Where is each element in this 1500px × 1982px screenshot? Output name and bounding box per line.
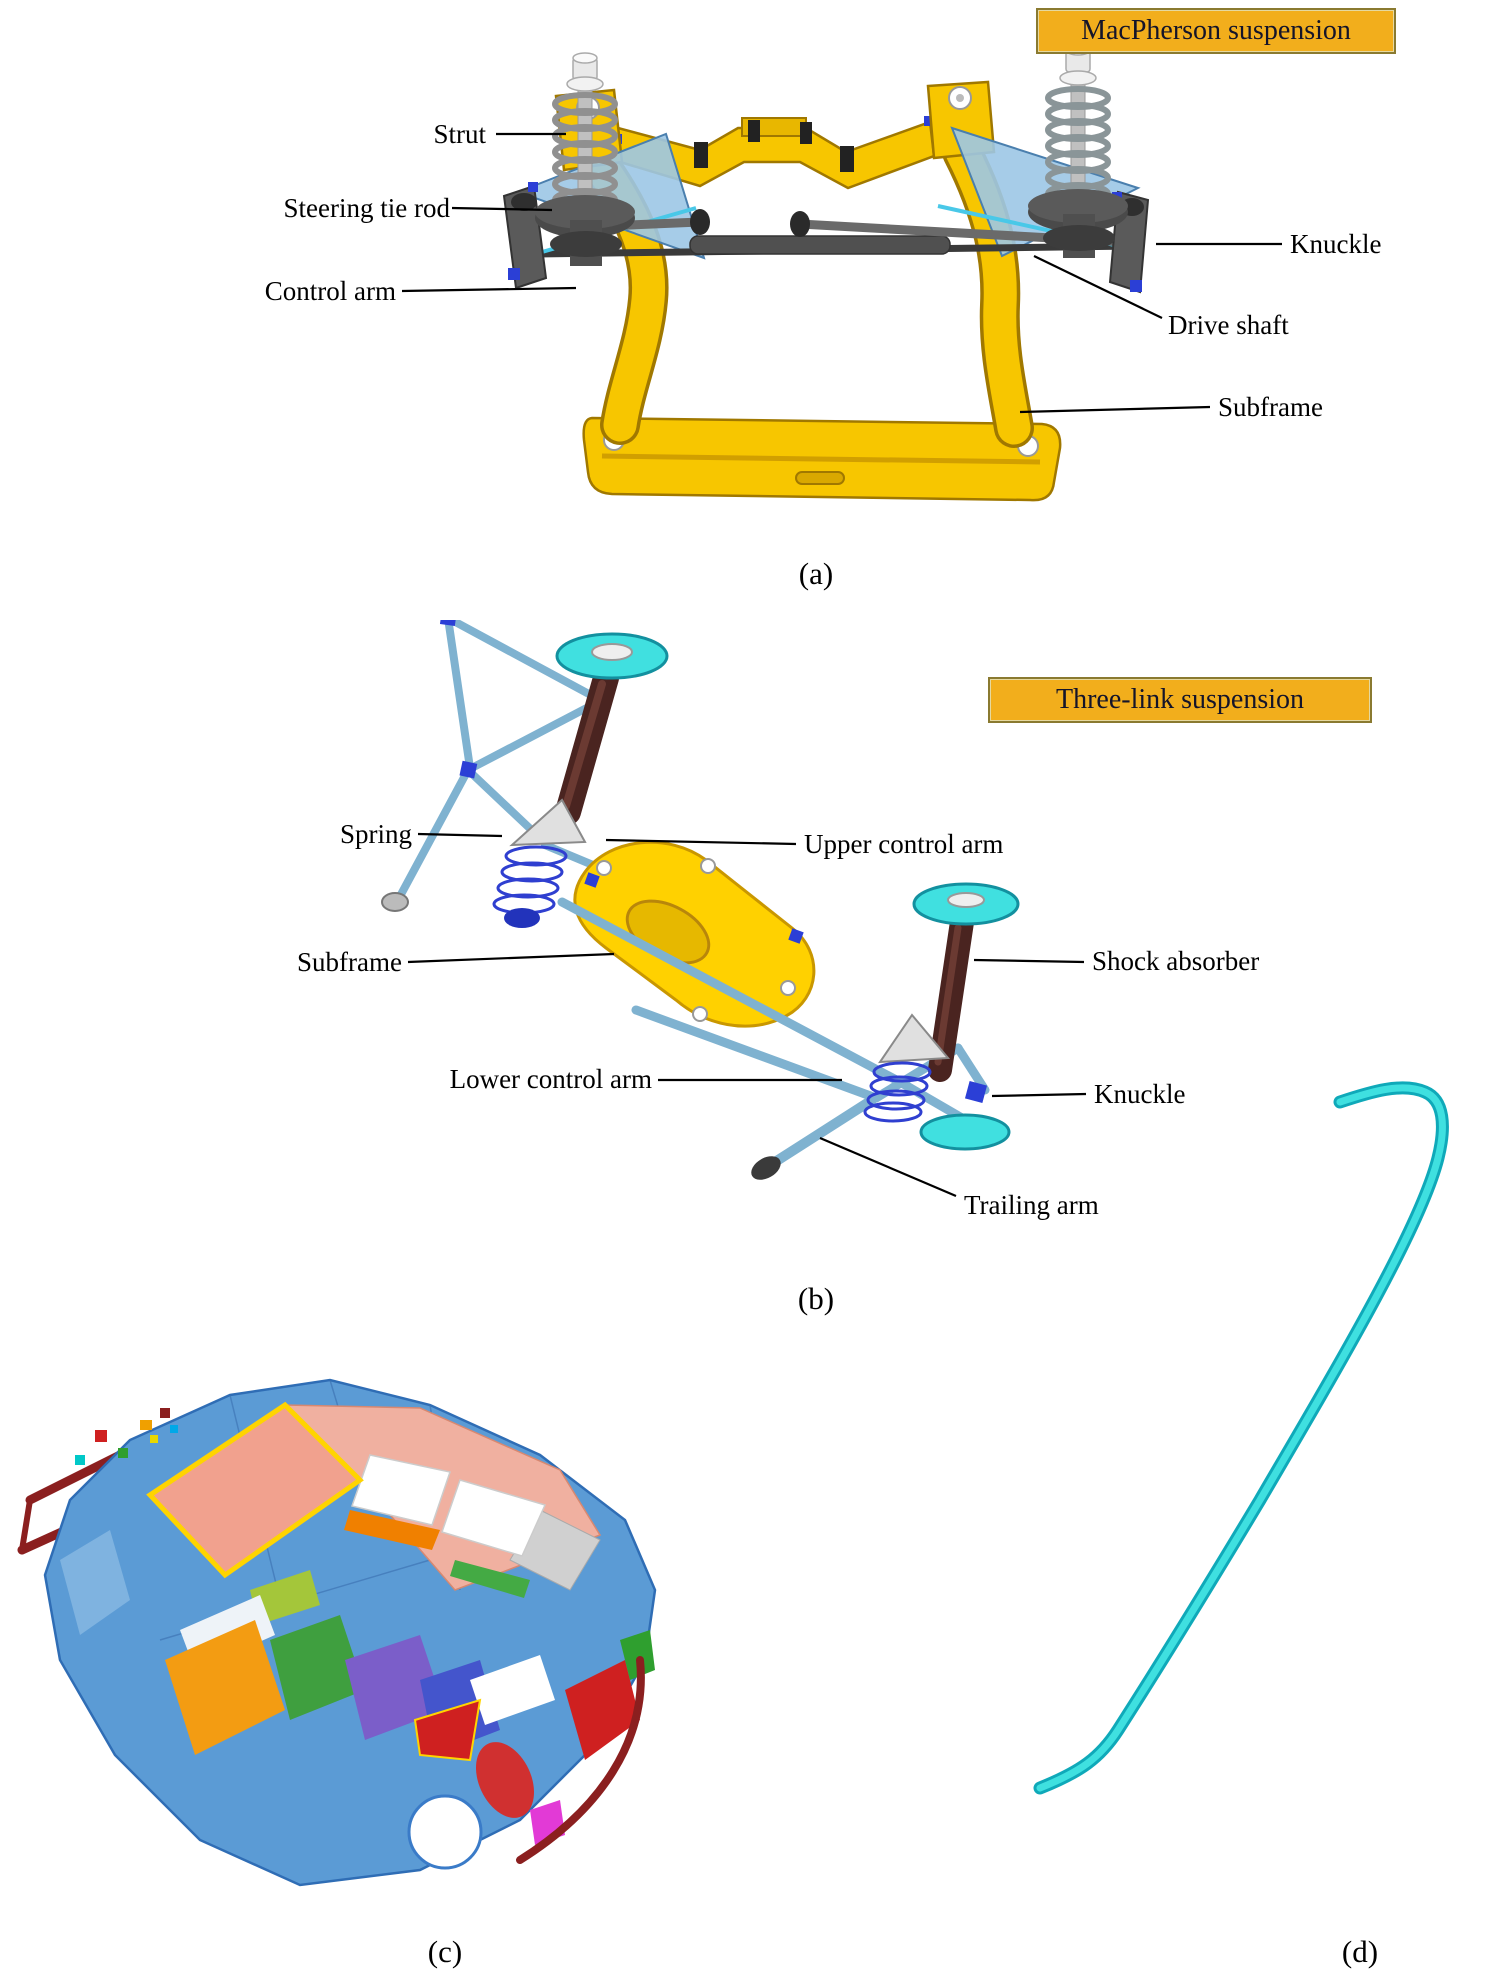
subframe-leader-line (1019, 405, 1211, 414)
left-bolt (381, 892, 409, 912)
macpherson-title: MacPherson suspension (1081, 15, 1351, 46)
panel-c-tag: (c) (427, 1934, 463, 1969)
label-lower-control-arm: Lower control arm (449, 1064, 652, 1094)
upper-shock (555, 632, 669, 825)
panel-a-tag: (a) (798, 556, 834, 591)
label-subframe-a: Subframe (1218, 392, 1323, 422)
trailing-arm (751, 1095, 877, 1180)
shock-absorber-leader-line (973, 958, 1085, 964)
label-trailing-arm: Trailing arm (964, 1190, 1099, 1220)
steering-tie-rod-leader-line (451, 206, 553, 212)
car-roof-and-windshield (146, 1401, 602, 1598)
three-link-subframe (573, 840, 816, 1028)
stabilizer-bar-drawing (1033, 1081, 1449, 1795)
car-front-small-parts (60, 1408, 178, 1635)
label-drive-shaft: Drive shaft (1168, 310, 1289, 340)
upper-spring (492, 798, 587, 928)
trailing-arm-leader-line (819, 1136, 957, 1198)
stabilizer-bar (1033, 1081, 1449, 1795)
car-floor-patches (165, 1570, 555, 1755)
car-rear-details (407, 1630, 655, 1870)
macpherson-drawing (401, 44, 1282, 502)
label-spring: Spring (339, 819, 412, 849)
panel-b-tag: (b) (797, 1281, 835, 1316)
label-knuckle-a: Knuckle (1290, 229, 1382, 259)
label-shock-absorber: Shock absorber (1092, 946, 1260, 976)
label-control-arm: Control arm (264, 276, 396, 306)
lower-links (557, 897, 990, 1123)
lower-spring (863, 1013, 951, 1123)
label-upper-control-arm: Upper control arm (804, 829, 1004, 859)
label-strut: Strut (433, 119, 486, 149)
control-arm-leader-line (401, 286, 577, 293)
three-link-title-box: Three-link suspension (988, 677, 1372, 723)
strut-left (535, 52, 635, 266)
label-steering-tie-rod: Steering tie rod (283, 193, 450, 223)
subframe-b-leader-line (407, 952, 615, 964)
strut-right (1028, 44, 1128, 258)
car-body-drawing (17, 1378, 657, 1887)
three-link-knuckle (964, 1080, 988, 1104)
upper-control-arm-leader-line (605, 838, 797, 846)
leader-lines-b (407, 832, 1087, 1198)
knuckle-b-leader-line (991, 1092, 1087, 1098)
label-knuckle-b: Knuckle (1094, 1079, 1186, 1109)
three-link-title: Three-link suspension (1055, 684, 1305, 715)
panel-d-tag: (d) (1341, 1934, 1379, 1969)
spring-leader-line (417, 832, 503, 838)
label-subframe-b: Subframe (297, 947, 402, 977)
macpherson-title-box: MacPherson suspension (1036, 8, 1396, 54)
drive-shaft-leader-line (1033, 255, 1163, 319)
three-link-drawing (381, 620, 1087, 1198)
leader-lines-a (401, 132, 1282, 414)
lower-shock (912, 882, 1020, 1151)
